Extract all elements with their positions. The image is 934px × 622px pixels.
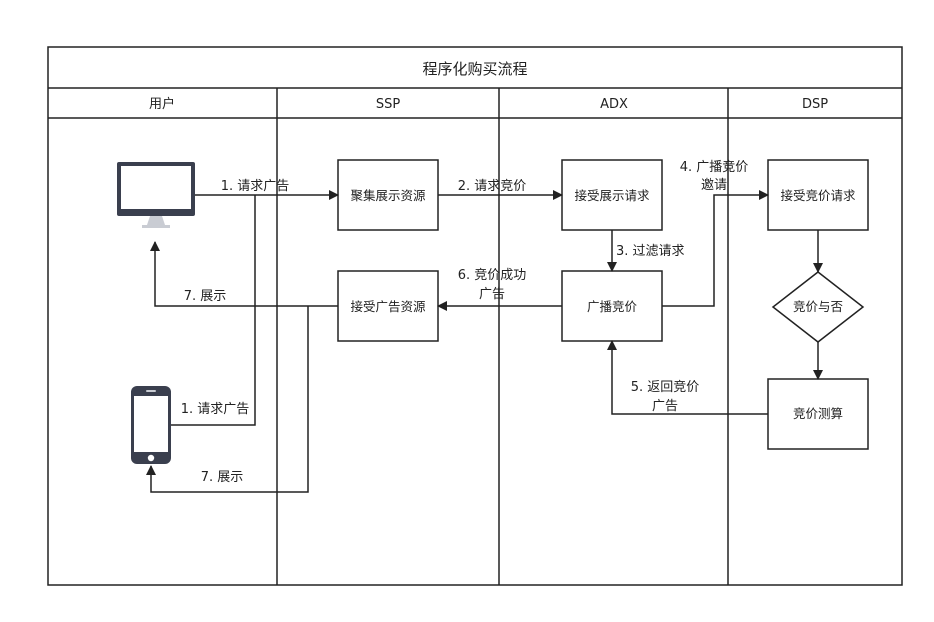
edge-label: 1. 请求广告 <box>221 179 290 194</box>
edge-return-bid <box>607 340 768 415</box>
diagram-title: 程序化购买流程 <box>422 60 527 78</box>
desktop-monitor-icon <box>117 162 195 228</box>
edge-label: 2. 请求竞价 <box>458 178 527 194</box>
lane-header-user: 用户 <box>149 96 175 112</box>
edge-label: 广告 <box>652 399 678 414</box>
node-label: 接受广告资源 <box>350 299 426 314</box>
lane-header-ssp: SSP <box>376 97 401 112</box>
edge-label: 7. 展示 <box>184 289 227 304</box>
node-label: 聚集展示资源 <box>350 188 426 203</box>
edge-broadcast-invite <box>662 190 769 307</box>
edge-display-desktop <box>150 241 338 307</box>
node-accept-display-request <box>561 159 663 231</box>
edge-label: 邀请 <box>701 178 727 193</box>
node-aggregate-display-resources <box>337 159 439 231</box>
node-label: 竞价与否 <box>793 299 843 314</box>
node-label: 竞价测算 <box>793 406 843 421</box>
edge-display-mobile <box>146 306 309 493</box>
edge-label: 5. 返回竞价 <box>631 379 700 395</box>
node-label: 接受展示请求 <box>574 188 650 203</box>
edge-label: 6. 竞价成功 <box>458 267 527 283</box>
mobile-phone-icon <box>131 386 171 464</box>
edge-label: 1. 请求广告 <box>181 402 250 417</box>
node-label: 接受竞价请求 <box>780 188 856 203</box>
edge-label: 广告 <box>479 287 505 302</box>
lane-header-dsp: DSP <box>802 97 828 112</box>
edge-label: 3. 过滤请求 <box>616 244 685 259</box>
node-label: 广播竞价 <box>587 299 638 314</box>
lane-header-adx: ADX <box>600 97 628 112</box>
swimlane-frame <box>47 46 903 586</box>
edge-request-ad-mobile <box>171 195 256 426</box>
edge-label: 4. 广播竞价 <box>680 159 749 175</box>
edge-label: 7. 展示 <box>201 470 244 485</box>
